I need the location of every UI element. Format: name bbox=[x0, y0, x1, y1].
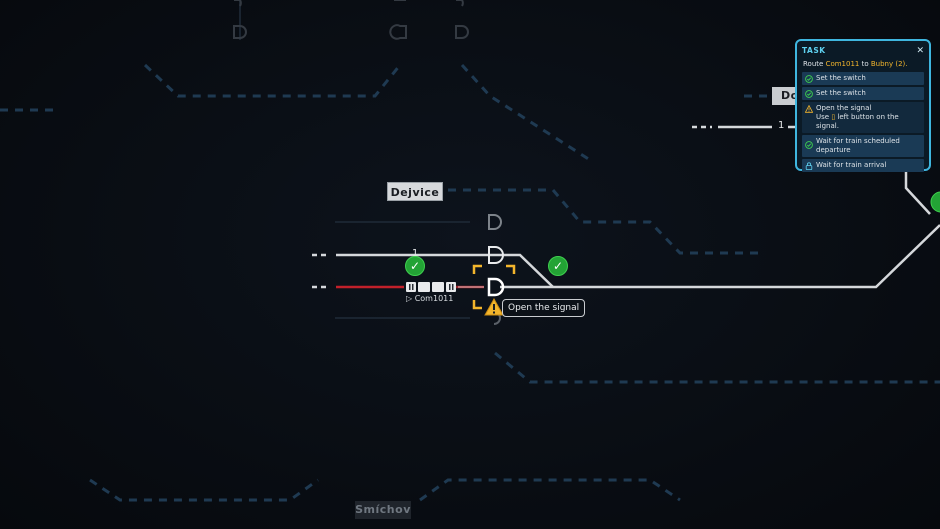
route-middle: to bbox=[861, 60, 869, 68]
train-label: ▷ Com1011 bbox=[406, 294, 453, 303]
lock-icon bbox=[805, 162, 813, 170]
switch-ok-icon[interactable]: ✓ bbox=[405, 256, 425, 276]
check-circle-icon bbox=[805, 141, 813, 149]
station-label-dejvice: Dejvice bbox=[387, 182, 443, 201]
station-label-partial: Do bbox=[772, 87, 800, 105]
route-destination: Bubny (2). bbox=[870, 60, 908, 68]
task-item-label: Wait for train scheduled departure bbox=[816, 137, 900, 154]
task-item-wait-departure: Wait for train scheduled departure bbox=[802, 135, 924, 157]
check-circle-icon bbox=[805, 90, 813, 98]
inactive-routes bbox=[0, 63, 940, 502]
hint-before: Use bbox=[816, 113, 830, 121]
route-train: Com1011 bbox=[825, 60, 860, 68]
hint-after: left button on the signal. bbox=[816, 113, 899, 130]
task-item-label: Set the switch bbox=[816, 74, 866, 82]
task-item-wait-arrival: Wait for train arrival bbox=[802, 159, 924, 172]
task-item-hint: Use ▯ left button on the signal. bbox=[816, 113, 921, 131]
warning-icon bbox=[484, 298, 504, 316]
task-item-set-switch: Set the switch bbox=[802, 72, 924, 85]
warning-icon bbox=[805, 105, 813, 113]
train[interactable] bbox=[406, 282, 456, 292]
check-circle-icon bbox=[805, 75, 813, 83]
task-route: Route Com1011 to Bubny (2). bbox=[803, 59, 924, 69]
task-item-set-switch: Set the switch bbox=[802, 87, 924, 100]
check-icon-partial bbox=[930, 191, 940, 213]
route-prefix: Route bbox=[803, 60, 824, 68]
task-item-label: Set the switch bbox=[816, 89, 866, 97]
inactive-signals bbox=[233, 0, 469, 40]
close-icon[interactable]: ✕ bbox=[916, 45, 924, 56]
task-panel: TASK ✕ Route Com1011 to Bubny (2). Set t… bbox=[795, 39, 931, 172]
train-name: Com1011 bbox=[414, 294, 454, 303]
track-number: 1 bbox=[778, 120, 785, 131]
task-title: TASK bbox=[802, 46, 826, 55]
track-number: 1 bbox=[412, 248, 419, 259]
active-tracks bbox=[312, 125, 940, 289]
task-item-open-signal: Open the signal Use ▯ left button on the… bbox=[802, 102, 924, 133]
signal-upper[interactable] bbox=[488, 246, 504, 264]
task-item-label: Wait for train arrival bbox=[816, 161, 887, 169]
station-label-smichov: Smíchov bbox=[355, 501, 411, 519]
direction-icon: ▷ bbox=[406, 294, 413, 303]
signal-tooltip: Open the signal bbox=[502, 299, 586, 317]
mouse-icon: ▯ bbox=[831, 113, 836, 121]
signal-dim-top bbox=[488, 214, 502, 230]
task-item-label: Open the signal bbox=[816, 104, 872, 112]
task-header: TASK ✕ bbox=[802, 44, 924, 57]
switch-ok-icon[interactable]: ✓ bbox=[548, 256, 568, 276]
